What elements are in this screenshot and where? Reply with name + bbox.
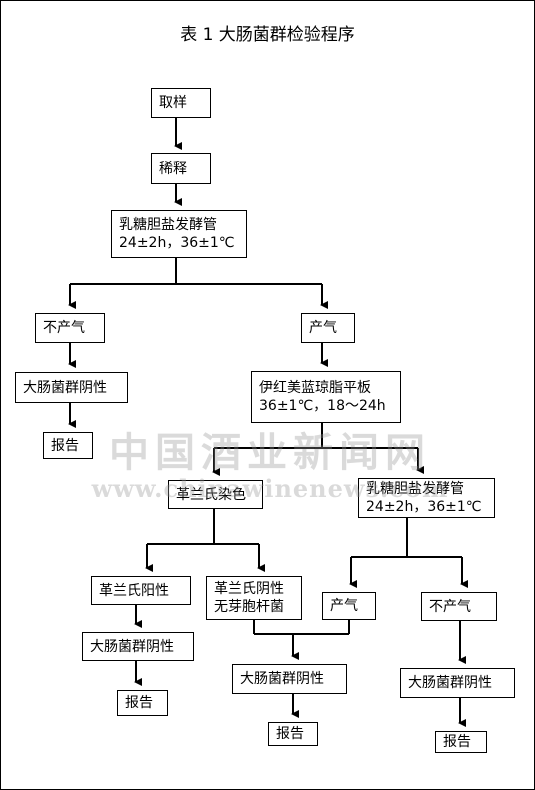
node-gas-2: 产气 [322, 592, 376, 620]
node-no-gas-left: 不产气 [35, 313, 105, 343]
node-report-a: 报告 [117, 690, 168, 716]
node-negative-b: 大肠菌群阴性 [232, 664, 347, 694]
node-gram-positive: 革兰氏阳性 [91, 576, 191, 605]
node-report-b-label: 报告 [276, 726, 304, 742]
node-emb-plate-line2: 36±1℃，18～24h [259, 398, 386, 414]
node-gram-negative-line2: 无芽胞杆菌 [214, 599, 284, 615]
node-report-c: 报告 [435, 731, 487, 753]
node-gram-negative-line1: 革兰氏阴性 [214, 581, 284, 597]
node-report-left-label: 报告 [51, 437, 79, 454]
node-emb-plate-line1: 伊红美蓝琼脂平板 [259, 380, 371, 396]
node-sampling-label: 取样 [159, 95, 187, 111]
node-no-gas-2: 不产气 [421, 592, 497, 621]
node-lactose-tube-2: 乳糖胆盐发酵管 24±2h，36±1℃ [358, 478, 495, 518]
node-gram-negative: 革兰氏阴性 无芽胞杆菌 [206, 576, 302, 620]
node-no-gas-2-label: 不产气 [429, 598, 471, 615]
node-report-a-label: 报告 [125, 695, 153, 711]
node-report-b: 报告 [268, 722, 318, 746]
diagram-title: 表 1 大肠菌群检验程序 [180, 25, 355, 45]
node-lactose-tube-1-line1: 乳糖胆盐发酵管 [119, 217, 217, 233]
node-gas-label: 产气 [309, 320, 337, 336]
node-dilution: 稀释 [151, 153, 211, 184]
node-report-left: 报告 [43, 432, 93, 459]
node-gas: 产气 [301, 313, 355, 343]
node-emb-plate: 伊红美蓝琼脂平板 36±1℃，18～24h [251, 371, 401, 423]
node-negative-c: 大肠菌群阴性 [400, 668, 515, 698]
node-dilution-label: 稀释 [159, 160, 187, 177]
node-negative-c-label: 大肠菌群阴性 [408, 675, 492, 691]
node-gram-stain-label: 革兰氏染色 [176, 486, 246, 503]
node-report-c-label: 报告 [443, 734, 471, 750]
node-no-gas-left-label: 不产气 [43, 320, 85, 336]
node-negative-left-label: 大肠菌群阴性 [23, 379, 107, 396]
node-negative-left: 大肠菌群阴性 [15, 372, 128, 403]
node-gram-stain: 革兰氏染色 [168, 480, 263, 509]
node-lactose-tube-1: 乳糖胆盐发酵管 24±2h，36±1℃ [111, 210, 247, 258]
node-negative-a-label: 大肠菌群阴性 [90, 638, 174, 655]
node-lactose-tube-2-line1: 乳糖胆盐发酵管 [366, 481, 464, 497]
node-lactose-tube-1-line2: 24±2h，36±1℃ [119, 235, 235, 251]
node-negative-a: 大肠菌群阴性 [82, 632, 194, 661]
node-negative-b-label: 大肠菌群阴性 [240, 671, 324, 687]
node-gram-positive-label: 革兰氏阳性 [99, 582, 169, 599]
node-lactose-tube-2-line2: 24±2h，36±1℃ [366, 499, 482, 515]
node-gas-2-label: 产气 [330, 598, 358, 614]
node-sampling: 取样 [151, 88, 211, 118]
